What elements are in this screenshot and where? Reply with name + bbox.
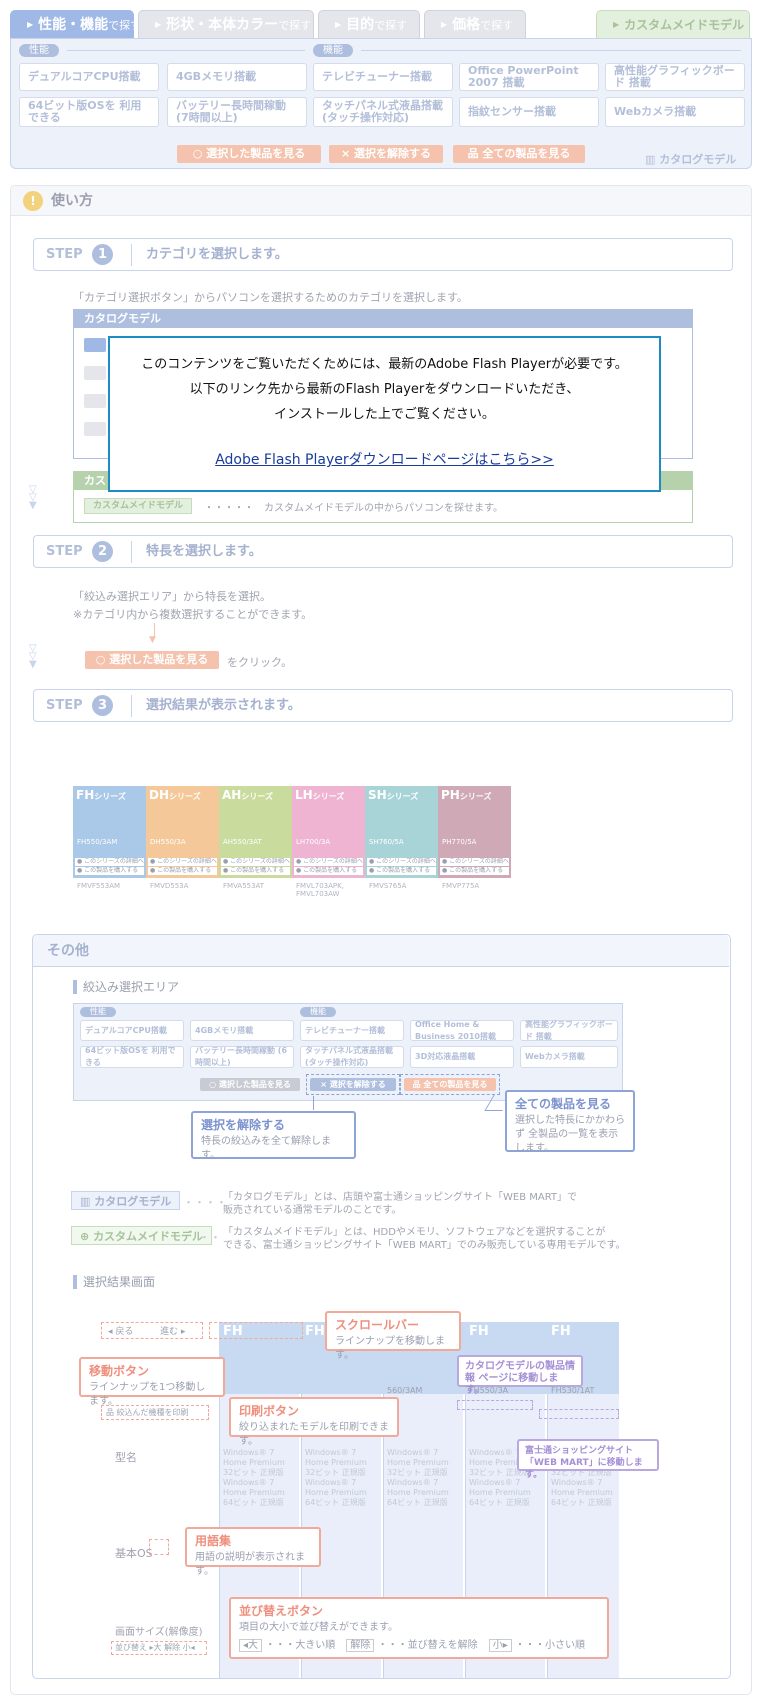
feature-button[interactable]: Webカメラ搭載 — [605, 97, 745, 127]
step-number: 1 — [92, 244, 113, 265]
step1-description: 「カテゴリ選択ボタン」からパソコンを選択するためのカテゴリを選択します。 — [73, 291, 468, 304]
feature-button[interactable]: 64ビット版OSを 利用できる — [19, 97, 159, 127]
triangle-icon: ▶ — [155, 20, 162, 29]
category-tabbar: ▶性能・機能で探す ▶形状・本体カラーで探す ▶目的で探す ▶価格で探す ▶カス… — [10, 10, 752, 38]
flash-notice: このコンテンツをご覧いただくためには、最新のAdobe Flash Player… — [108, 336, 661, 492]
catalog-model-link[interactable]: ▥ カタログモデル — [645, 153, 737, 166]
feature-button[interactable]: テレビチューナー搭載 — [313, 63, 453, 91]
step-1-bar: STEP 1 カテゴリを選択します。 — [33, 238, 733, 271]
other-panel: その他 絞込み選択エリア 性能 機能 デュアルコアCPU搭載 4GBメモリ搭載 … — [32, 934, 731, 1679]
tab-price[interactable]: ▶価格で探す — [424, 10, 526, 38]
feature-button[interactable]: タッチパネル式液晶搭載 (タッチ操作対応) — [313, 97, 453, 127]
callout-print: 印刷ボタン絞り込まれたモデルを印刷できます。 — [229, 1397, 399, 1447]
howto-header: ! 使い方 — [11, 186, 751, 216]
catalog-icon: ▥ — [80, 1195, 91, 1208]
howto-title: 使い方 — [51, 193, 93, 209]
back-button: ◂ 戻る — [108, 1327, 134, 1337]
step-3-bar: STEP 3 選択結果が表示されます。 — [33, 689, 733, 722]
row-label-os: 基本OS — [115, 1547, 153, 1560]
flash-download-link[interactable]: Adobe Flash Playerダウンロードページはこちら>> — [215, 452, 554, 468]
section-label-performance: 性能 — [19, 44, 59, 57]
next-icon: ▸ — [180, 1327, 186, 1337]
row-label-screen: 画面サイズ(解像度) — [115, 1627, 203, 1638]
next-button: 進む ▸ — [160, 1327, 186, 1337]
glossary-button-mock — [149, 1539, 169, 1555]
step-title: 特長を選択します。 — [146, 544, 262, 559]
down-arrow-icon: ▽▽▼ — [29, 643, 37, 670]
step-title: カテゴリを選択します。 — [146, 247, 288, 262]
result-screen-heading: 選択結果画面 — [73, 1275, 155, 1289]
catalog-icon: ▥ — [645, 153, 656, 166]
row-label-model: 型名 — [115, 1451, 137, 1464]
custom-model-tag: ⊕ カスタムメイドモデル — [71, 1226, 213, 1245]
triangle-icon: ▶ — [613, 20, 620, 29]
feature-button[interactable]: バッテリー長時間稼動 (7時間以上) — [167, 97, 307, 127]
info-icon: ! — [23, 191, 43, 211]
arrow-down-icon: ▼ — [149, 635, 156, 645]
filter-area-heading: 絞込み選択エリア — [73, 980, 179, 994]
sort-large-button: ◂大 — [239, 1639, 263, 1652]
nav-buttons: ◂ 戻る 進む ▸ — [101, 1322, 203, 1339]
show-all-button[interactable]: 品 全ての製品を見る — [453, 145, 585, 163]
down-arrow-icon: ▽▽▼ — [29, 484, 37, 511]
sort-small-button: 小▸ — [488, 1639, 512, 1652]
custom-made-demo-button: カスタムメイドモデル — [84, 498, 193, 514]
feature-button[interactable]: 指紋センサー搭載 — [459, 97, 599, 127]
step2-description: 「絞込み選択エリア」から特長を選択。 — [73, 590, 271, 603]
callout-catalog-info: カタログモデルの製品情報 ページに移動します。 — [457, 1355, 583, 1396]
show-selected-button[interactable]: ○ 選択した製品を見る — [177, 145, 321, 163]
tab-shape-color[interactable]: ▶形状・本体カラーで探す — [138, 10, 314, 38]
callout-show-all: 全ての製品を見る選択した特長にかかわらず 全製品の一覧を表示します。 — [505, 1090, 635, 1154]
callout-webmart: 富士通ショッピングサイト 「WEB MART」に移動します。 — [517, 1439, 659, 1480]
tab-performance[interactable]: ▶性能・機能で探す — [10, 10, 141, 38]
section-label-function: 機能 — [313, 44, 353, 57]
print-button-mock: 品 絞込んだ機種を印刷 — [101, 1405, 209, 1420]
callout-move: 移動ボタンラインナップを1つ移動します。 — [79, 1357, 225, 1407]
step2-demo-button: ○ 選択した製品を見る — [85, 651, 219, 669]
clear-selection-button[interactable]: × 選択を解除する — [329, 145, 443, 163]
other-title: その他 — [33, 935, 729, 967]
triangle-icon: ▶ — [335, 20, 342, 29]
feature-button[interactable]: Office PowerPoint 2007 搭載 — [459, 63, 599, 91]
scroll-bar-mock — [209, 1322, 303, 1339]
step-title: 選択結果が表示されます。 — [146, 698, 301, 713]
feature-button[interactable]: デュアルコアCPU搭載 — [19, 63, 159, 91]
step-2-bar: STEP 2 特長を選択します。 — [33, 535, 733, 568]
step2-note: ※カテゴリ内から複数選択することができます。 — [73, 608, 313, 621]
triangle-icon: ▶ — [441, 20, 448, 29]
callout-clear: 選択を解除する特長の絞込みを全て解除します。 — [191, 1111, 356, 1161]
feature-button[interactable]: 4GBメモリ搭載 — [167, 63, 307, 91]
tab-custom-made[interactable]: ▶カスタムメイドモデル — [596, 10, 750, 38]
step-number: 3 — [92, 695, 113, 716]
mini-filter-panel: 性能 機能 デュアルコアCPU搭載 4GBメモリ搭載 テレビチューナー搭載 Of… — [73, 1003, 623, 1101]
callout-glossary: 用語集用語の説明が表示されます。 — [185, 1527, 321, 1577]
sort-clear-button: 解除 — [346, 1639, 375, 1652]
callout-sort: 並び替えボタン 項目の大小で並び替えができます。 ◂大 ・・・大きい順 解除 ・… — [229, 1597, 609, 1659]
filter-panel: 性能 機能 デュアルコアCPU搭載 4GBメモリ搭載 テレビチューナー搭載 Of… — [10, 38, 752, 169]
custom-icon: ⊕ — [80, 1230, 90, 1243]
tab-purpose[interactable]: ▶目的で探す — [318, 10, 420, 38]
catalog-model-tag: ▥ カタログモデル — [71, 1191, 181, 1210]
callout-scrollbar: スクロールバーラインナップを移動します。 — [325, 1311, 461, 1361]
back-icon: ◂ — [108, 1327, 113, 1337]
feature-button[interactable]: 高性能グラフィックボード 搭載 — [605, 63, 745, 91]
sort-buttons-mock: 並び替え ▸大 解除 小◂ — [111, 1641, 207, 1655]
triangle-icon: ▶ — [27, 20, 34, 29]
step-number: 2 — [92, 541, 113, 562]
